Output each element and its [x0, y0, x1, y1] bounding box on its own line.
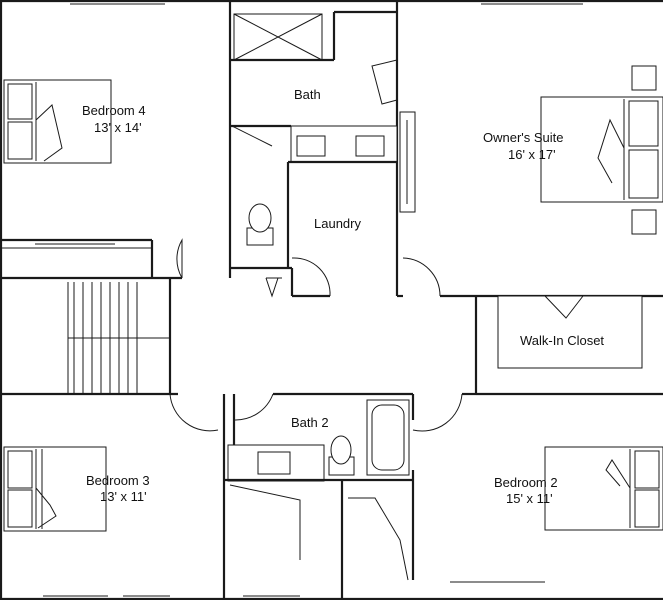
bedroom2-size: 15' x 11': [506, 491, 553, 506]
bedroom3-size: 13' x 11': [100, 489, 147, 504]
bath2: [224, 399, 413, 600]
owners-suite-door: [402, 257, 441, 297]
bath2-name: Bath 2: [291, 415, 329, 430]
bedroom4-name: Bedroom 4: [82, 103, 146, 118]
owners-suite-size: 16' x 17': [508, 147, 556, 162]
stairs: [67, 282, 170, 394]
bedroom2-bed: [544, 446, 663, 531]
bedroom4-bed: [3, 79, 112, 164]
owners-suite-closet: [399, 111, 416, 213]
owners-suite-name: Owner's Suite: [483, 130, 564, 145]
laundry: [265, 160, 397, 298]
bedroom4-closet: [1, 243, 152, 249]
walk-in-closet: [497, 295, 643, 369]
walk-in-closet-name: Walk-In Closet: [520, 333, 604, 348]
bedroom2-name: Bedroom 2: [494, 475, 558, 490]
owners-suite-bed: [540, 65, 663, 235]
bath-name: Bath: [294, 87, 321, 102]
upper-bath: [230, 10, 398, 246]
room-labels: Bedroom 4 13' x 14' Bath Owner's Suite 1…: [82, 87, 604, 506]
laundry-name: Laundry: [314, 216, 361, 231]
hall-doors: [169, 238, 463, 432]
bedroom4-size: 13' x 14': [94, 120, 142, 135]
bedroom3-name: Bedroom 3: [86, 473, 150, 488]
bedroom3-bed: [3, 446, 107, 532]
windows: [43, 3, 583, 597]
